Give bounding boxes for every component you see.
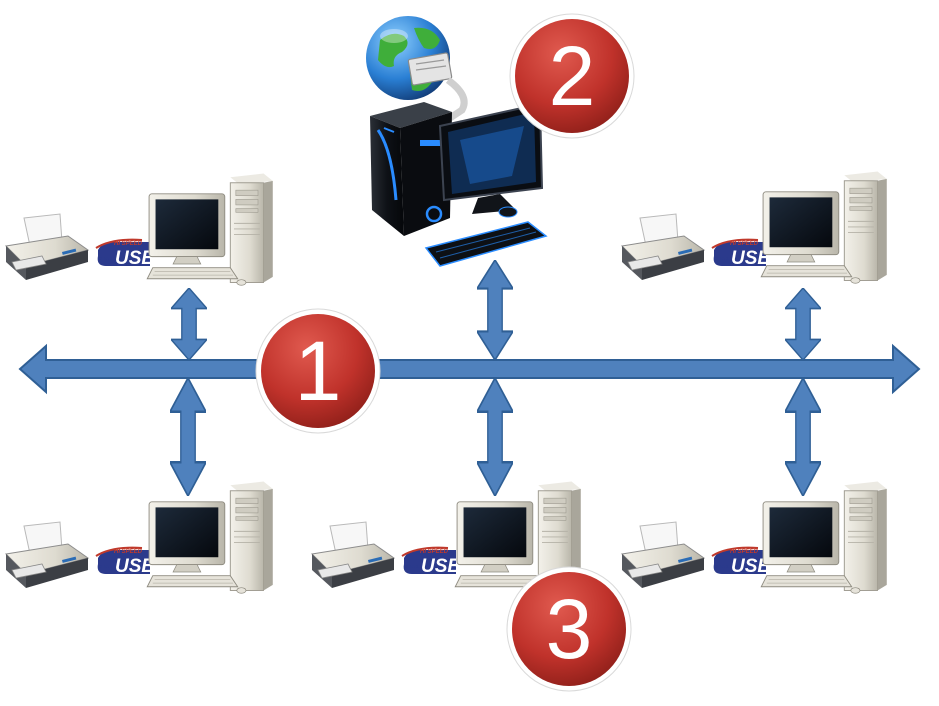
- svg-text:USB: USB: [731, 556, 771, 577]
- connector-arrow-bottom-center: [477, 378, 513, 496]
- connector-arrow-bottom-left: [170, 378, 206, 496]
- svg-text:CERTIFIED: CERTIFIED: [98, 256, 122, 261]
- desktop-computer-icon: [146, 173, 274, 286]
- printer-icon: [5, 521, 89, 589]
- svg-text:HI SPEED: HI SPEED: [114, 241, 143, 247]
- usb-logo: HI SPEED CERTIFIED USB: [95, 238, 155, 269]
- printer-icon: [621, 213, 705, 281]
- svg-text:CERTIFIED: CERTIFIED: [714, 564, 738, 569]
- mouse-icon: [498, 206, 518, 218]
- connector-arrow-top-center: [477, 260, 513, 360]
- desktop-computer-icon: [146, 481, 274, 594]
- svg-text:HI SPEED: HI SPEED: [114, 549, 143, 555]
- workstation-top-left: HI SPEED CERTIFIED USB: [5, 173, 274, 286]
- printer-icon: [311, 521, 395, 589]
- svg-text:HI SPEED: HI SPEED: [420, 549, 449, 555]
- usb-logo: HI SPEED CERTIFIED USB: [711, 238, 771, 269]
- usb-logo: HI SPEED CERTIFIED USB: [401, 546, 461, 577]
- server-tower: [370, 102, 452, 236]
- svg-text:1: 1: [295, 324, 342, 418]
- server-keyboard: [424, 221, 548, 267]
- workstation-bottom-right: HI SPEED CERTIFIED USB: [621, 481, 888, 594]
- bus-line-arrow: [18, 343, 921, 395]
- desktop-computer-icon: [760, 171, 888, 284]
- workstation-bottom-left: HI SPEED CERTIFIED USB: [5, 481, 274, 594]
- printer-icon: [5, 213, 89, 281]
- svg-text:HI SPEED: HI SPEED: [730, 549, 759, 555]
- svg-text:HI SPEED: HI SPEED: [730, 241, 759, 247]
- usb-logo: HI SPEED CERTIFIED USB: [711, 546, 771, 577]
- server-monitor: [438, 102, 544, 214]
- connector-arrow-top-left: [171, 288, 207, 360]
- workstation-bottom-center: HI SPEED CERTIFIED USB: [311, 481, 582, 594]
- connector-arrow-top-right: [785, 288, 821, 360]
- badge-bus: 1: [255, 308, 381, 434]
- network-plug-icon: [407, 52, 468, 121]
- svg-text:USB: USB: [115, 248, 155, 269]
- printer-icon: [621, 521, 705, 589]
- svg-text:USB: USB: [421, 556, 461, 577]
- svg-text:3: 3: [546, 582, 593, 676]
- server-computer: [366, 16, 548, 267]
- svg-text:USB: USB: [115, 556, 155, 577]
- svg-text:CERTIFIED: CERTIFIED: [98, 564, 122, 569]
- svg-text:USB: USB: [731, 248, 771, 269]
- usb-logo: HI SPEED CERTIFIED USB: [95, 546, 155, 577]
- workstation-top-right: HI SPEED CERTIFIED USB: [621, 171, 888, 284]
- badge-workstation: 3: [506, 566, 632, 692]
- badge-server: 2: [509, 13, 635, 139]
- svg-text:2: 2: [549, 29, 596, 123]
- svg-text:CERTIFIED: CERTIFIED: [714, 256, 738, 261]
- svg-text:CERTIFIED: CERTIFIED: [404, 564, 428, 569]
- connector-arrow-bottom-right: [785, 378, 821, 496]
- desktop-computer-icon: [760, 481, 888, 594]
